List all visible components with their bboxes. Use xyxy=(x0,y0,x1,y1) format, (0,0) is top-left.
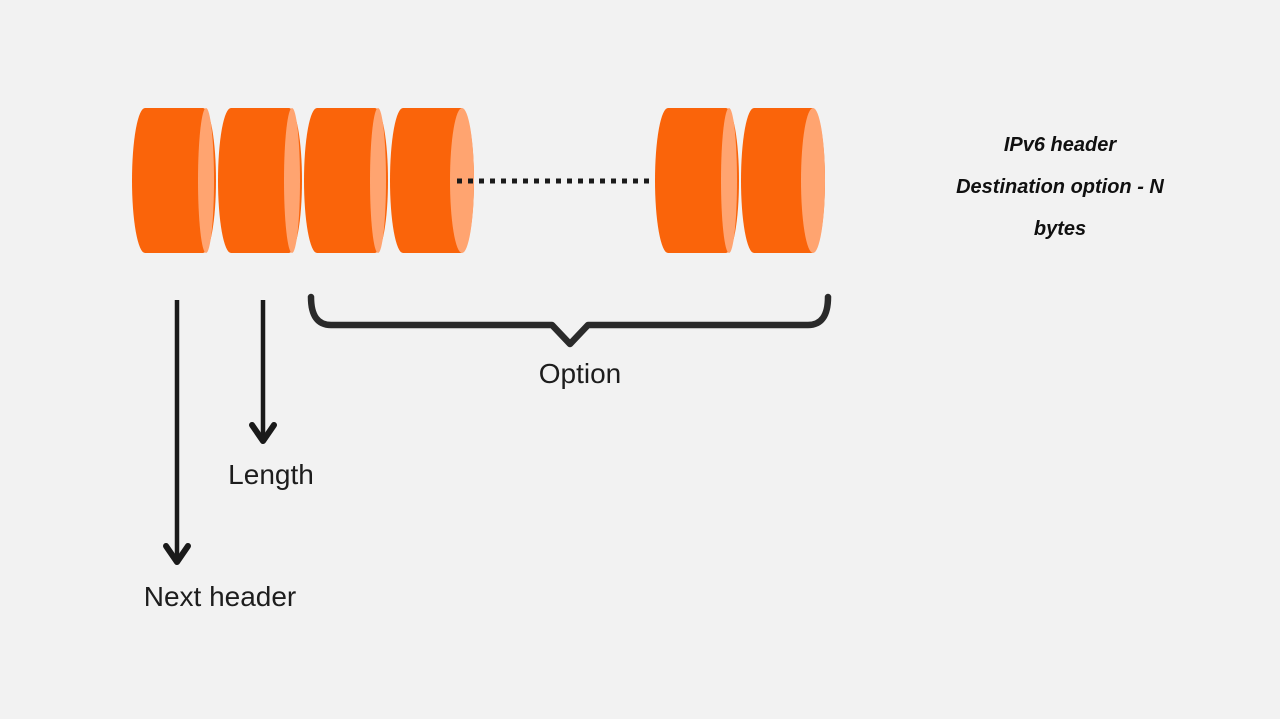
cylinder-group-leading-bytes xyxy=(132,108,475,253)
arrow-head xyxy=(163,543,191,565)
byte-cylinder xyxy=(304,108,389,253)
option-label: Option xyxy=(538,358,622,389)
caption-line-1: IPv6 header xyxy=(1003,134,1117,156)
cylinder-face xyxy=(801,108,825,253)
diagram-caption: IPv6 header Destination option - N bytes xyxy=(924,124,1196,250)
cylinder-face xyxy=(370,108,386,253)
caption-line-3: bytes xyxy=(1033,218,1087,240)
cylinder-group-trailing-bytes xyxy=(655,108,825,253)
byte-cylinder xyxy=(132,108,216,253)
caption-line-2: Destination option - N xyxy=(956,176,1164,198)
cylinder-face xyxy=(198,108,214,253)
length-arrow-icon xyxy=(249,300,277,444)
cylinder-face xyxy=(284,108,300,253)
next-header-arrow-icon xyxy=(163,300,191,565)
byte-cylinder xyxy=(655,108,740,253)
byte-cylinder xyxy=(218,108,302,253)
cylinder-body xyxy=(304,108,389,253)
cylinder-body xyxy=(218,108,302,253)
arrow-head xyxy=(249,422,277,444)
cylinder-body xyxy=(655,108,740,253)
cylinder-body xyxy=(132,108,216,253)
cylinder-face xyxy=(721,108,737,253)
byte-cylinder xyxy=(741,108,825,253)
brace-path xyxy=(307,293,832,348)
next-header-label: Next header xyxy=(143,581,297,612)
option-brace-icon xyxy=(307,293,832,348)
length-label: Length xyxy=(228,459,314,490)
